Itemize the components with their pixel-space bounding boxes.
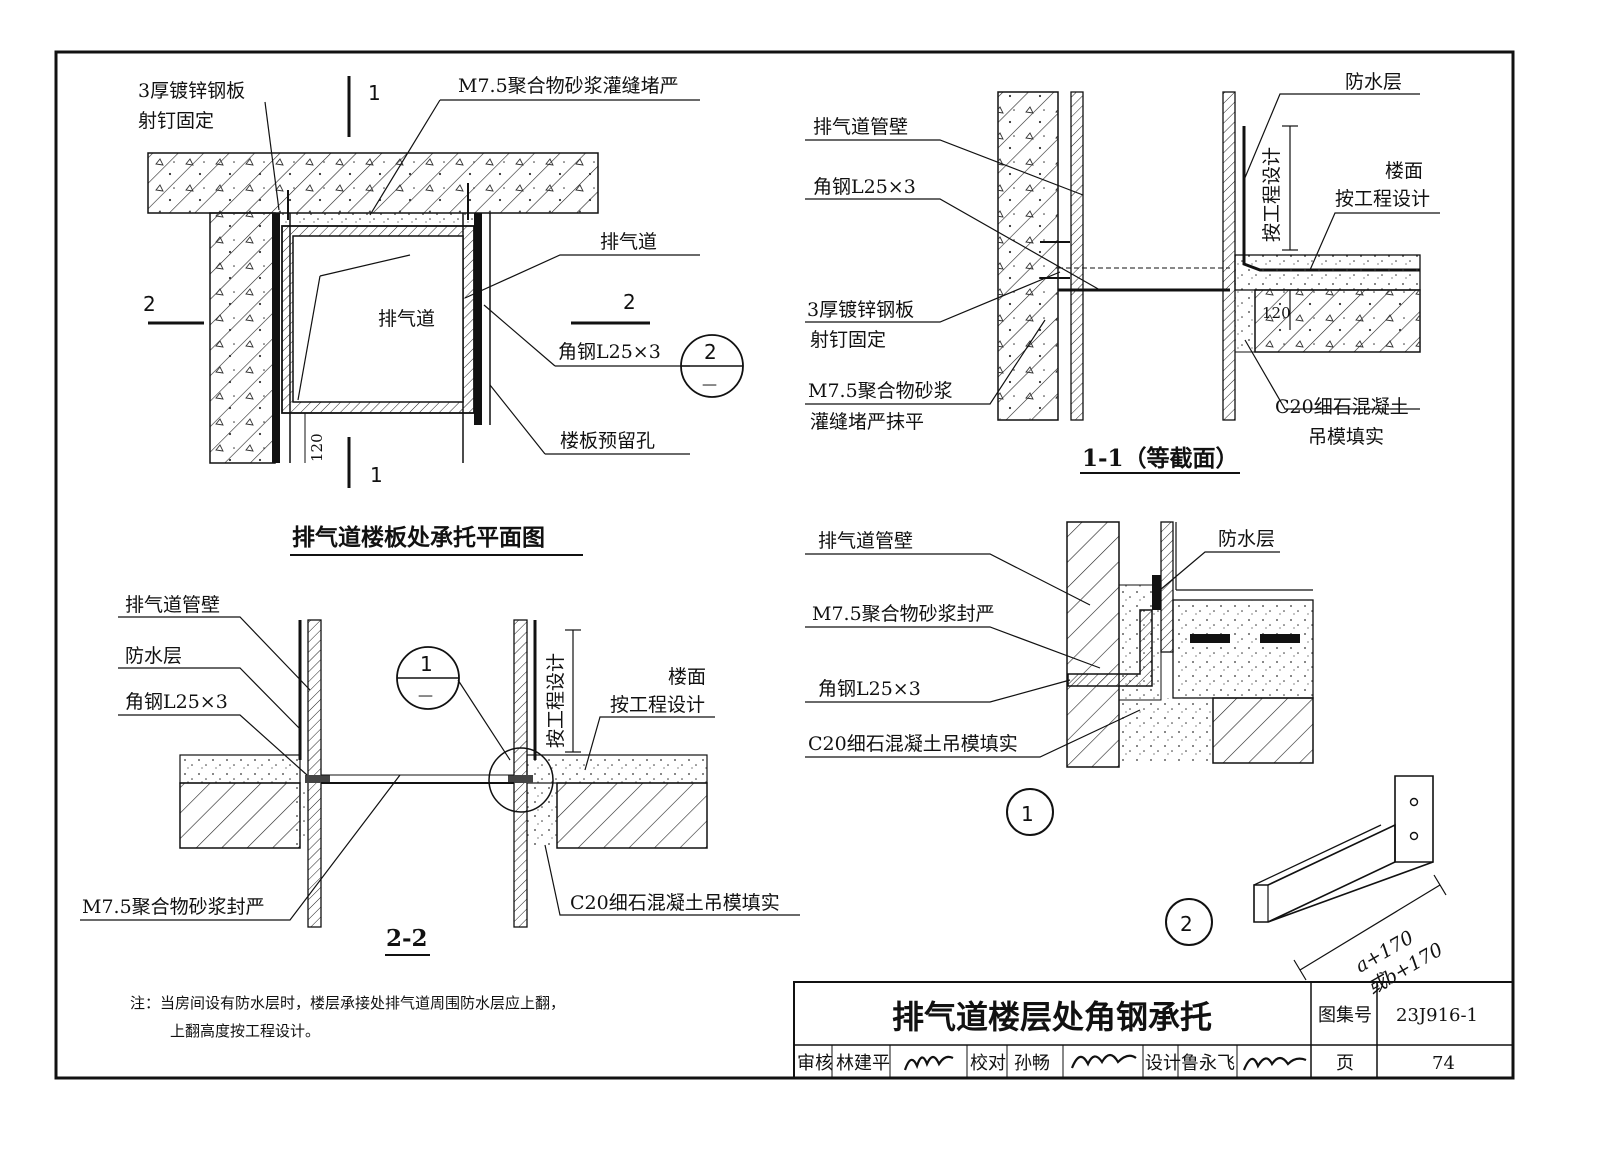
plan-label-steel-plate-2: 射钉固定 — [138, 110, 214, 132]
s11-vertical-dim: 按工程设计 — [1261, 147, 1283, 242]
s11-label-plate-1: 3厚镀锌钢板 — [807, 299, 914, 321]
tb-atlas-no: 23J916-1 — [1396, 1005, 1478, 1026]
s22-label-concrete: C20细石混凝土吊模填实 — [570, 892, 780, 914]
plan-section-mark-1-bottom: 1 — [370, 463, 383, 487]
s11-label-floor-1: 楼面 — [1385, 160, 1423, 182]
plan-section-mark-2-left: 2 — [143, 292, 156, 316]
s11-dim-120: 120 — [1262, 304, 1291, 322]
plan-dim-120: 120 — [308, 433, 326, 462]
detail-1-number: 1 — [1021, 802, 1034, 826]
s11-label-floor-2: 按工程设计 — [1335, 188, 1430, 210]
plan-label-steel-plate-1: 3厚镀锌钢板 — [138, 80, 245, 102]
d1-label-angle: 角钢L25×3 — [818, 678, 921, 700]
note-line-1: 注：当房间设有防水层时，楼层承接处排气道周围防水层应上翻， — [130, 994, 565, 1012]
tb-atlas-label: 图集号 — [1318, 1005, 1372, 1026]
title-block — [793, 981, 1514, 1079]
detail-1-bubble — [1006, 788, 1054, 836]
tb-review-label: 审核 — [797, 1053, 833, 1074]
s22-ref-bubble-top: 1 — [420, 652, 433, 676]
s11-label-mortar-1: M7.5聚合物砂浆 — [808, 380, 953, 402]
s11-label-angle: 角钢L25×3 — [813, 176, 916, 198]
s11-label-concrete-2: 吊模填实 — [1308, 426, 1384, 448]
s11-label-duct-wall: 排气道管壁 — [813, 116, 908, 138]
tb-page-label: 页 — [1336, 1053, 1354, 1074]
s22-label-duct-wall: 排气道管壁 — [125, 594, 220, 616]
s22-title: 2-2 — [386, 925, 428, 952]
plan-label-duct: 排气道 — [600, 231, 657, 253]
plan-label-duct-inner: 排气道 — [378, 308, 435, 330]
tb-check-label: 校对 — [970, 1053, 1006, 1074]
plan-title: 排气道楼板处承托平面图 — [292, 524, 545, 551]
s11-label-waterproof: 防水层 — [1345, 71, 1402, 93]
sheet-border — [54, 50, 1515, 1080]
tb-page-no: 74 — [1432, 1053, 1455, 1074]
s22-ref-bubble-bottom: — — [418, 686, 433, 704]
s22-label-waterproof: 防水层 — [125, 645, 182, 667]
tb-drawing-title: 排气道楼层处角钢承托 — [892, 998, 1212, 1036]
designer-signature — [1242, 1056, 1307, 1071]
note-line-2: 上翻高度按工程设计。 — [170, 1022, 320, 1040]
plan-label-angle: 角钢L25×3 — [558, 341, 661, 363]
checker-signature — [1070, 1053, 1137, 1069]
tb-design-label: 设计 — [1145, 1053, 1181, 1074]
d1-label-waterproof: 防水层 — [1218, 528, 1275, 550]
plan-ref-bubble-bottom: — — [702, 375, 717, 393]
s22-label-floor-2: 按工程设计 — [610, 694, 705, 716]
section-2-2 — [80, 616, 800, 956]
detail-2-bubble — [1165, 898, 1213, 946]
s11-label-plate-2: 射钉固定 — [810, 329, 886, 351]
d1-label-mortar: M7.5聚合物砂浆封严 — [812, 603, 995, 625]
plan-label-mortar: M7.5聚合物砂浆灌缝堵严 — [458, 75, 679, 97]
tb-designer: 鲁永飞 — [1181, 1053, 1235, 1074]
plan-ref-bubble-top: 2 — [704, 340, 717, 364]
reviewer-signature — [903, 1055, 954, 1071]
s22-vertical-dim: 按工程设计 — [545, 653, 567, 748]
s11-label-concrete-1: C20细石混凝土 — [1275, 396, 1409, 418]
detail-1 — [805, 521, 1314, 836]
s22-label-floor-1: 楼面 — [668, 666, 706, 688]
detail-2-number: 2 — [1180, 912, 1193, 936]
plan-section-mark-1-top: 1 — [368, 81, 381, 105]
detail-2 — [1165, 775, 1447, 981]
s22-label-angle: 角钢L25×3 — [125, 691, 228, 713]
plan-section-mark-2-right: 2 — [623, 290, 636, 314]
tb-reviewer: 林建平 — [836, 1053, 890, 1074]
plan-view — [147, 76, 744, 556]
s11-title: 1-1（等截面） — [1082, 445, 1239, 472]
s22-label-mortar: M7.5聚合物砂浆封严 — [82, 896, 265, 918]
d1-label-duct-wall: 排气道管壁 — [818, 530, 913, 552]
s11-label-mortar-2: 灌缝堵严抹平 — [810, 411, 924, 433]
section-1-1 — [805, 91, 1440, 474]
tb-checker: 孙畅 — [1014, 1053, 1050, 1074]
plan-label-slab-hole: 楼板预留孔 — [560, 430, 655, 452]
d1-label-concrete: C20细石混凝土吊模填实 — [808, 733, 1018, 755]
